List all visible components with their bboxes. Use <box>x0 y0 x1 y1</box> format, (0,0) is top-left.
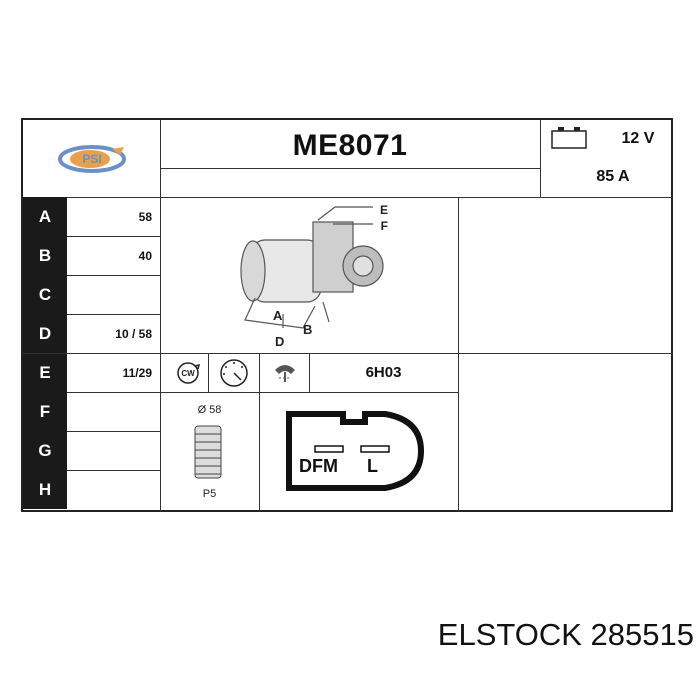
pulley-diameter: Ø 58 <box>197 404 222 416</box>
current-value: 85 A <box>596 168 630 185</box>
brand-logo: PSI <box>23 120 160 197</box>
pulley-icon <box>191 424 227 482</box>
connector-pin-l: L <box>367 456 378 476</box>
row-label-g: G <box>23 431 67 470</box>
row-value-g <box>67 431 160 470</box>
row-label-b: B <box>23 236 67 275</box>
connector-diagram <box>285 410 425 492</box>
regulator-icon <box>271 360 299 386</box>
svg-text:CW: CW <box>181 369 195 378</box>
connector-pin-dfm: DFM <box>299 456 338 476</box>
svg-text:E: E <box>380 203 388 217</box>
battery-icon <box>550 126 590 150</box>
alternator-drawing: E F A B D <box>223 202 393 350</box>
rotation-icon: CW <box>173 361 203 385</box>
svg-text:F: F <box>381 219 388 233</box>
row-label-c: C <box>23 275 67 314</box>
pulley-type: P5 <box>202 488 217 500</box>
voltage-value: 12 V <box>621 130 655 147</box>
row-label-f: F <box>23 392 67 431</box>
part-number: ME8071 <box>292 129 408 162</box>
regulator-code: 6H03 <box>365 364 402 381</box>
gauge-icon <box>219 358 249 388</box>
row-label-a: A <box>23 197 67 236</box>
svg-text:D: D <box>275 334 284 349</box>
row-label-h: H <box>23 470 67 509</box>
row-label-e: E <box>23 353 67 392</box>
footer-brand-part: ELSTOCK 285515 <box>437 617 694 652</box>
row-value-h <box>67 470 160 509</box>
svg-text:B: B <box>303 322 312 337</box>
row-label-d: D <box>23 314 67 353</box>
row-value-b: 40 <box>138 248 152 263</box>
svg-text:PSI: PSI <box>82 152 101 166</box>
svg-text:A: A <box>273 308 283 323</box>
row-value-d: 10 / 58 <box>115 326 152 341</box>
row-value-c <box>67 275 160 314</box>
row-value-f <box>67 392 160 431</box>
row-value-a: 58 <box>138 209 152 224</box>
row-value-e: 11/29 <box>122 365 152 380</box>
